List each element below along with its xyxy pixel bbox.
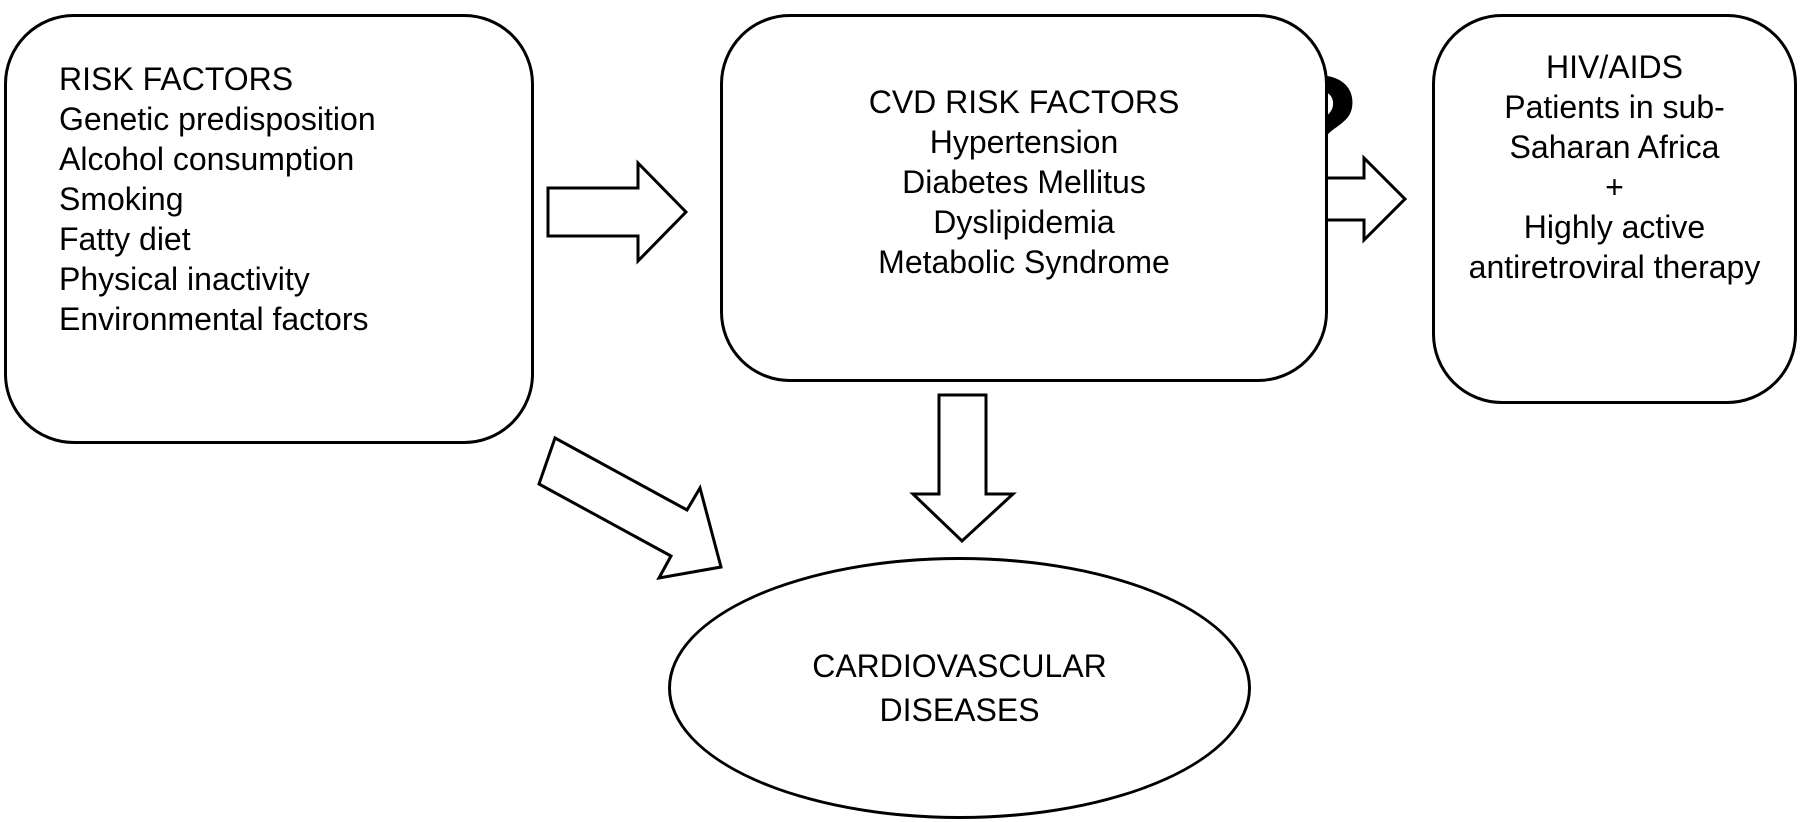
cvd-risk-factor-item: Diabetes Mellitus bbox=[902, 164, 1146, 200]
cvd-risk-factors-heading: CVD RISK FACTORS bbox=[868, 84, 1180, 120]
cvd-risk-factor-item: Dyslipidemia bbox=[933, 204, 1115, 240]
risk-factor-item: Environmental factors bbox=[59, 301, 369, 337]
risk-factor-item: Smoking bbox=[59, 181, 184, 217]
cvd-risk-factor-item: Metabolic Syndrome bbox=[878, 244, 1170, 280]
cvd-risk-factors-box: CVD RISK FACTORS Hypertension Diabetes M… bbox=[720, 14, 1328, 382]
cvd-risk-factor-item: Hypertension bbox=[929, 124, 1119, 160]
haart-text: Highly active antiretroviral therapy bbox=[1468, 209, 1761, 285]
outcome-line-1: CARDIOVASCULAR bbox=[812, 648, 1107, 684]
arrow-risk-to-disease bbox=[537, 435, 723, 581]
risk-factor-item: Physical inactivity bbox=[59, 261, 310, 297]
arrow-risk-to-cvd bbox=[546, 159, 689, 265]
risk-factor-item: Alcohol consumption bbox=[59, 141, 355, 177]
risk-factor-item: Fatty diet bbox=[59, 221, 191, 257]
risk-factors-heading: RISK FACTORS bbox=[59, 61, 294, 97]
hiv-patients-text: Patients in sub-Saharan Africa bbox=[1504, 89, 1725, 165]
risk-factors-box: RISK FACTORS Genetic predisposition Alco… bbox=[4, 14, 534, 444]
plus-sign: + bbox=[1605, 169, 1624, 205]
cardiovascular-diseases-ellipse: CARDIOVASCULAR DISEASES bbox=[668, 557, 1251, 819]
hiv-aids-heading: HIV/AIDS bbox=[1546, 49, 1683, 85]
hiv-aids-box: HIV/AIDS Patients in sub-Saharan Africa … bbox=[1432, 14, 1797, 404]
risk-factor-item: Genetic predisposition bbox=[59, 101, 376, 137]
outcome-line-2: DISEASES bbox=[879, 692, 1040, 728]
arrow-cvd-to-disease bbox=[909, 393, 1017, 544]
